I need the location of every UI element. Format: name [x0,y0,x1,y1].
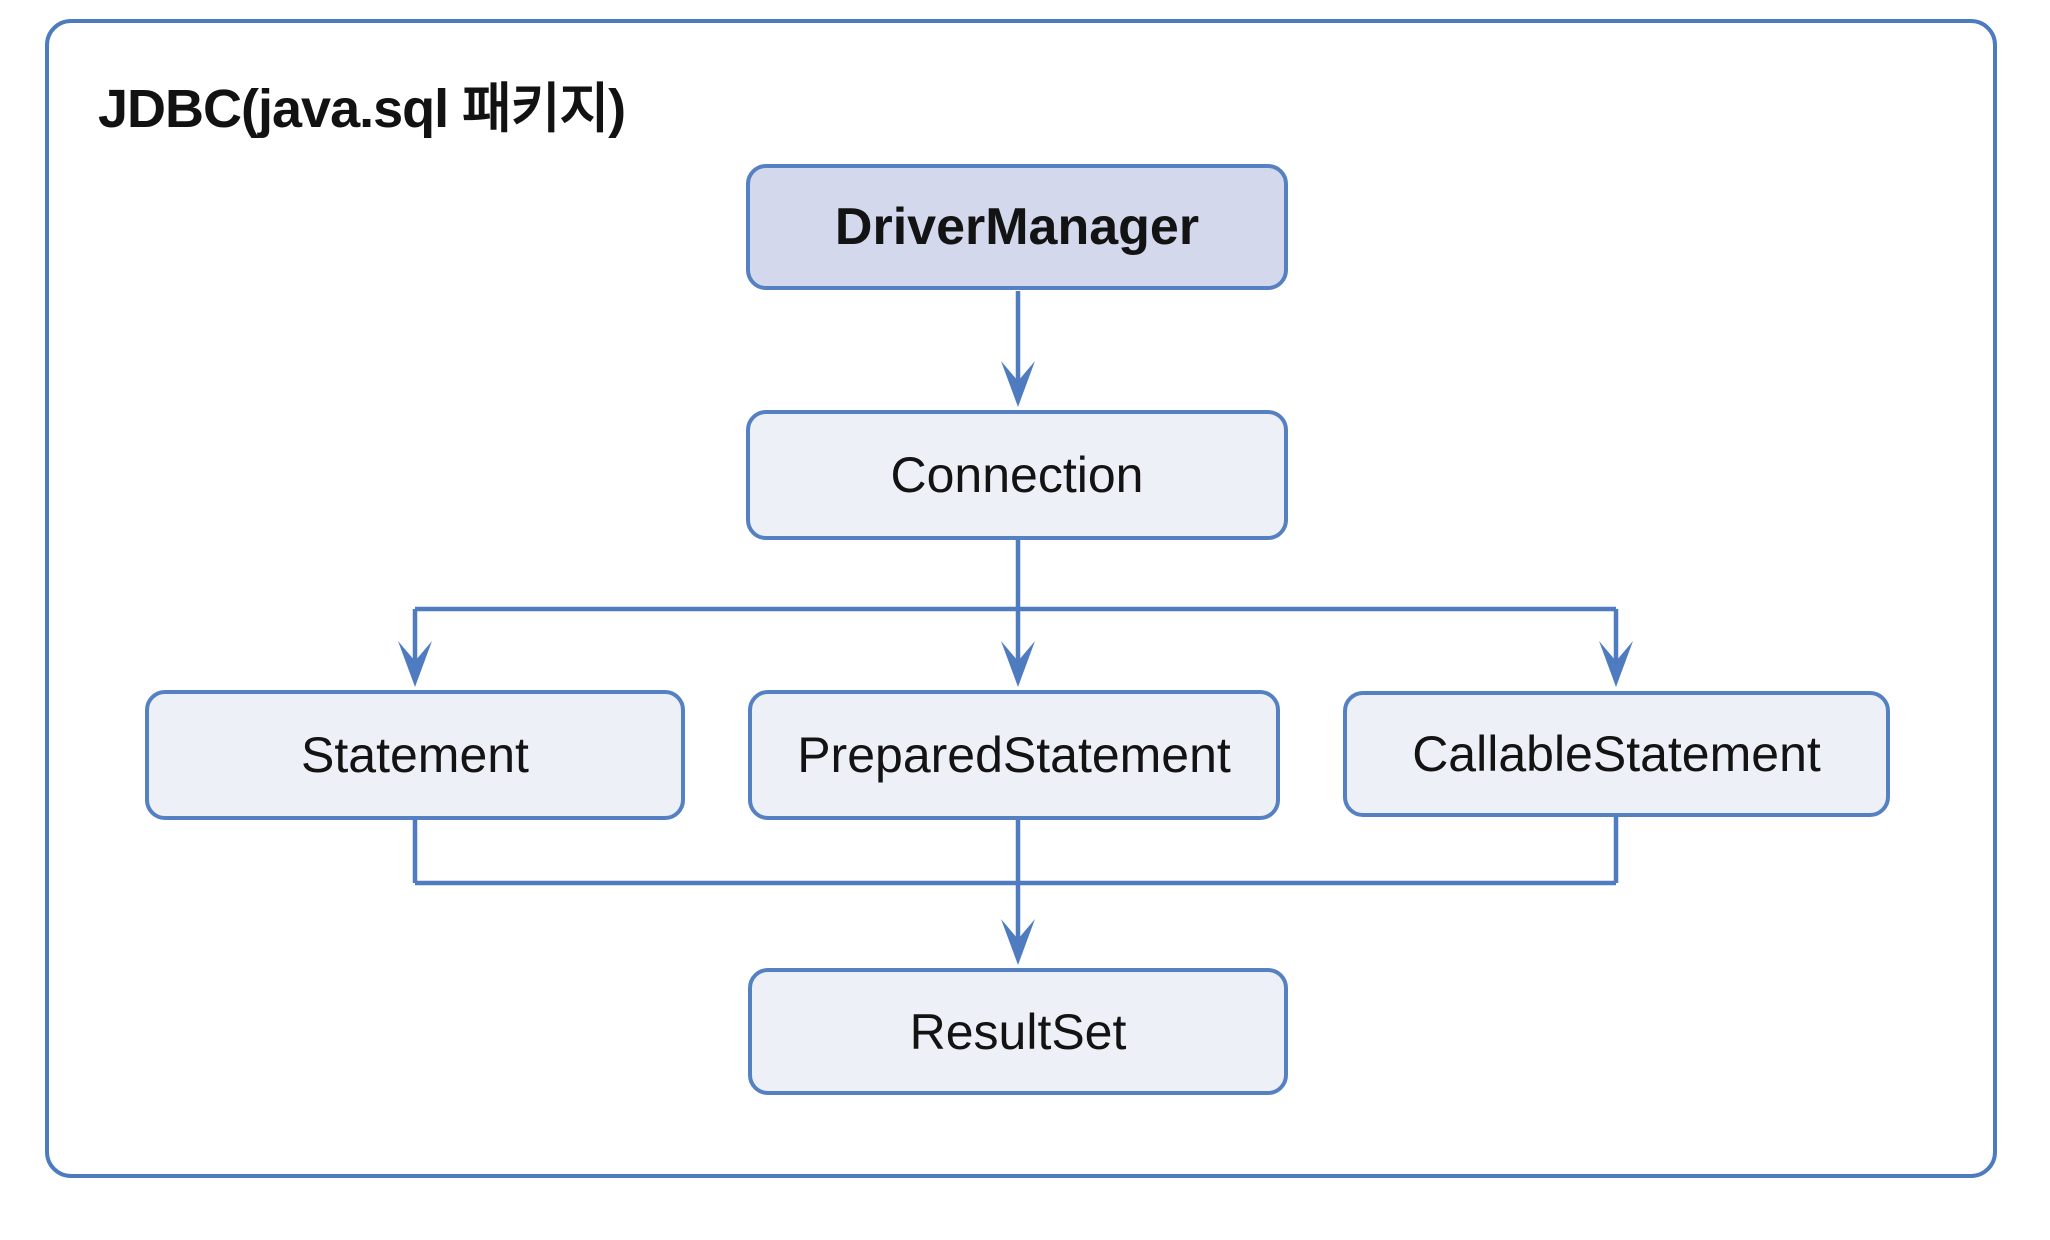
arrowhead-down-icon [1001,919,1035,965]
node-statement: Statement [145,690,685,820]
node-callablestatement-label: CallableStatement [1412,726,1821,782]
arrowhead-down-icon [398,641,432,687]
node-connection-label: Connection [890,447,1144,503]
node-resultset: ResultSet [748,968,1288,1095]
node-drivermanager: DriverManager [746,164,1288,290]
node-connection: Connection [746,410,1288,540]
node-statement-label: Statement [301,727,529,783]
arrowhead-down-icon [1599,641,1633,687]
arrowhead-down-icon [1001,641,1035,687]
diagram-title: JDBC(java.sql 패키지) [98,79,626,139]
node-callablestatement: CallableStatement [1343,691,1890,817]
node-preparedstatement: PreparedStatement [748,690,1280,820]
node-drivermanager-label: DriverManager [834,198,1200,256]
node-resultset-label: ResultSet [909,1003,1127,1060]
arrowhead-down-icon [1001,361,1035,407]
node-preparedstatement-label: PreparedStatement [797,727,1231,783]
